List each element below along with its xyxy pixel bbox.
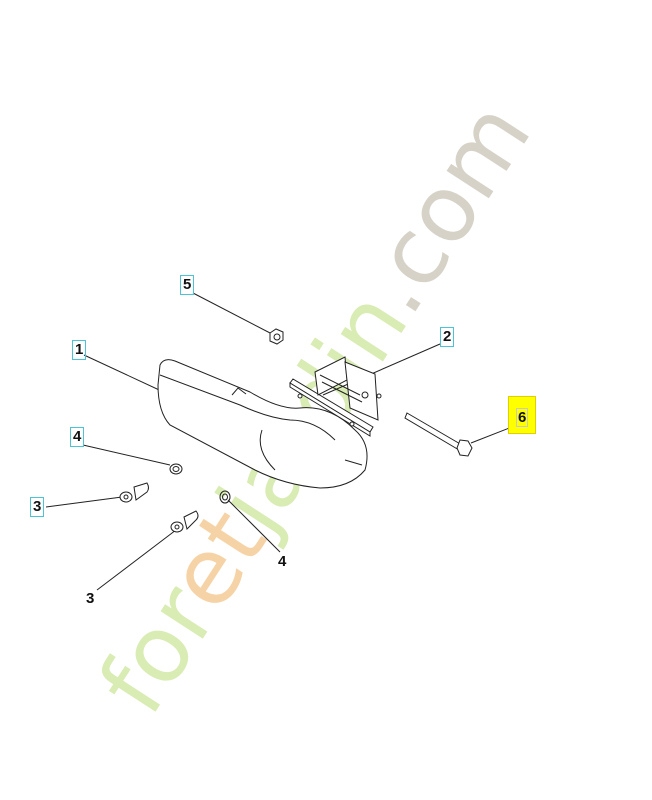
- washer-part-4: [169, 463, 183, 475]
- bracket-part-2: [289, 356, 382, 437]
- callout-5[interactable]: 5: [180, 275, 195, 295]
- callout-6: 6: [516, 408, 529, 427]
- callout-3-b[interactable]: 3: [86, 590, 95, 607]
- bolt-part-6: [404, 412, 473, 457]
- callout-4[interactable]: 4: [70, 427, 85, 447]
- callout-4-b[interactable]: 4: [278, 553, 287, 570]
- washer-part-4-b: [219, 490, 231, 504]
- callout-3[interactable]: 3: [30, 497, 45, 517]
- handle-part-1: [157, 359, 368, 489]
- nut-part-5: [269, 328, 284, 345]
- screw-part-3-b: [170, 510, 199, 533]
- callout-6-highlighted[interactable]: 6: [508, 396, 537, 434]
- callout-2[interactable]: 2: [440, 327, 455, 347]
- callout-1[interactable]: 1: [72, 340, 87, 360]
- screw-part-3: [119, 482, 149, 503]
